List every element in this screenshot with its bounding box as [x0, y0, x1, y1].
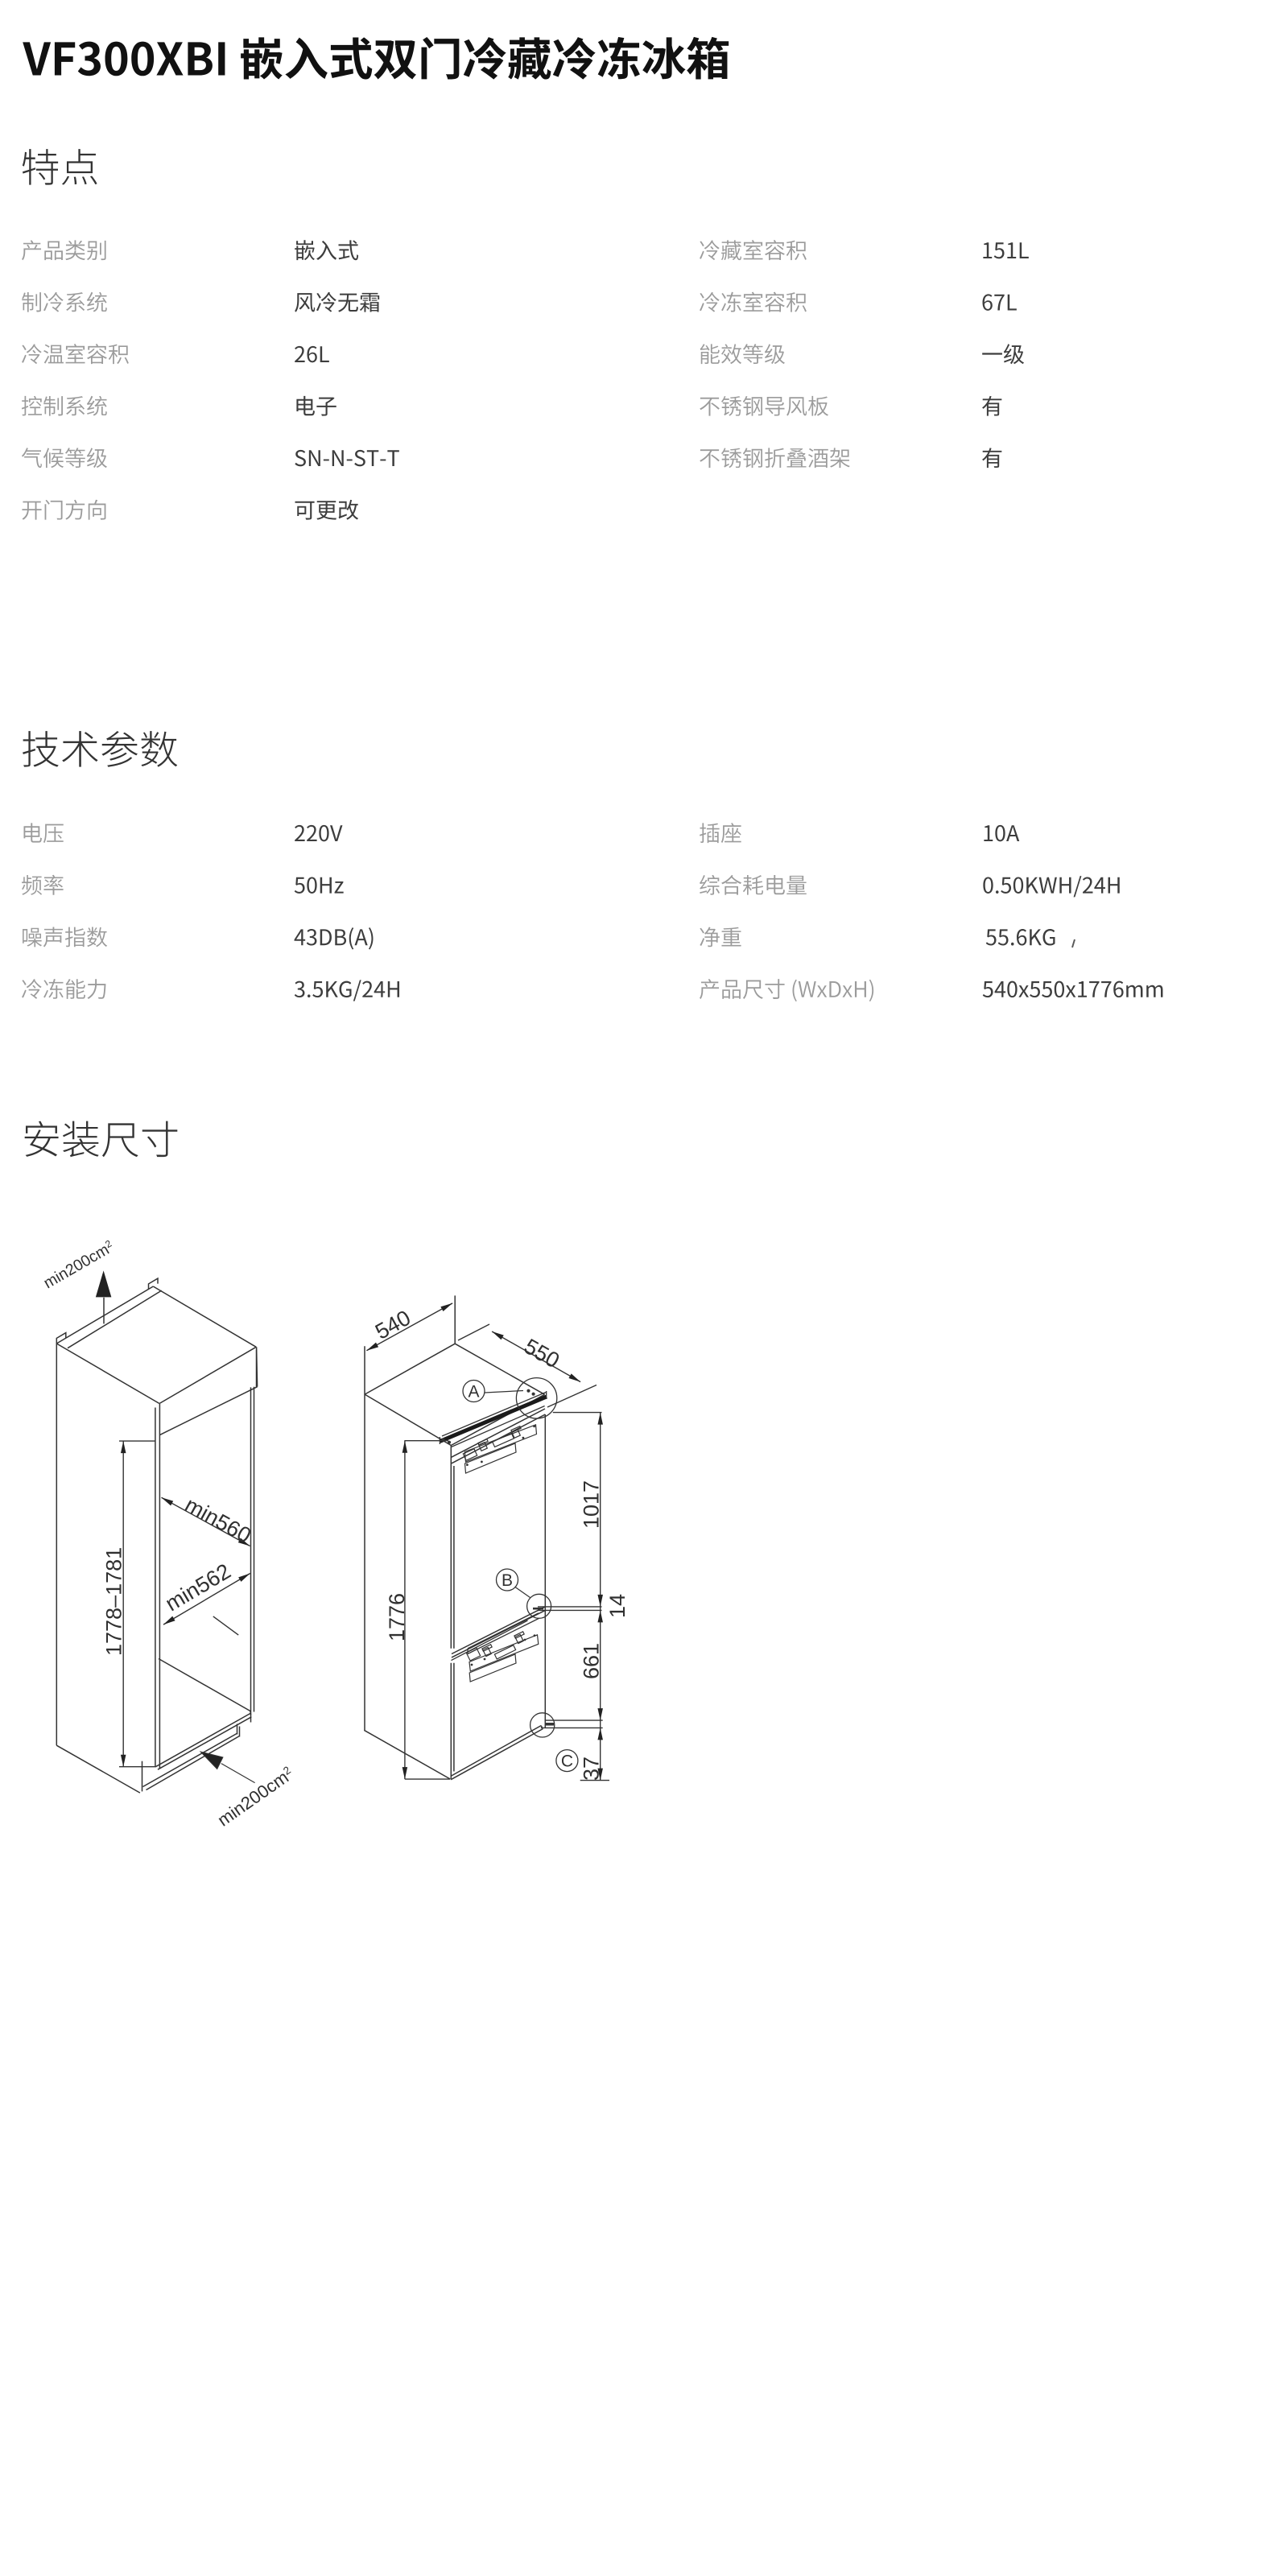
svg-text:540: 540 — [371, 1306, 415, 1344]
svg-text:A: A — [468, 1383, 479, 1402]
svg-text:C: C — [561, 1752, 573, 1771]
svg-text:1017: 1017 — [580, 1480, 604, 1529]
svg-text:1776: 1776 — [385, 1593, 409, 1641]
svg-text:550: 550 — [520, 1334, 564, 1373]
svg-text:min562: min562 — [161, 1559, 235, 1616]
svg-text:min200cm2: min200cm2 — [214, 1764, 298, 1831]
svg-text:37: 37 — [580, 1757, 604, 1781]
svg-text:min560: min560 — [181, 1492, 255, 1548]
svg-text:14: 14 — [605, 1594, 630, 1618]
svg-text:661: 661 — [580, 1643, 604, 1679]
svg-text:B: B — [502, 1571, 513, 1590]
svg-text:1778–1781: 1778–1781 — [102, 1547, 126, 1656]
